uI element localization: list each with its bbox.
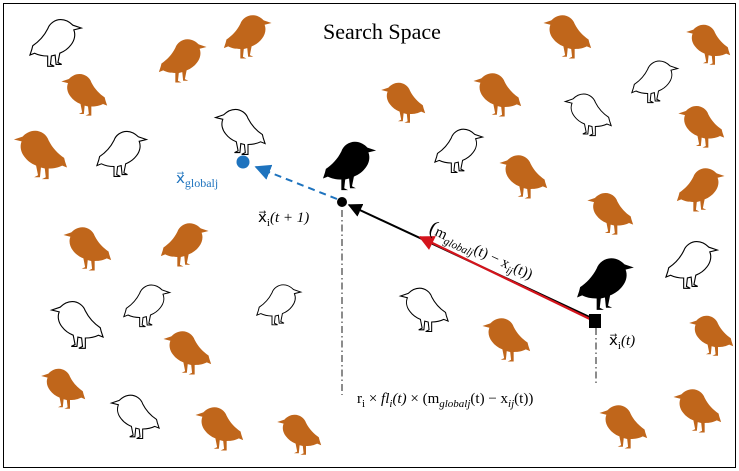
- next-position-label: x⃗i(t + 1): [258, 210, 309, 229]
- search-space-frame: [3, 3, 736, 468]
- current-position-point: [589, 314, 601, 328]
- global-best-direction: [254, 164, 338, 200]
- global-best-point: [236, 155, 250, 169]
- current-position-label: x⃗i(t): [609, 333, 635, 352]
- diagram-title: Search Space: [323, 19, 441, 44]
- next-position-point: [337, 197, 347, 207]
- global-best-label: x⃗globalj: [176, 171, 218, 190]
- update-formula-label: ri × fli(t) × (mglobalj(t) − xij(t)): [357, 391, 533, 410]
- difference-vector: [418, 236, 597, 323]
